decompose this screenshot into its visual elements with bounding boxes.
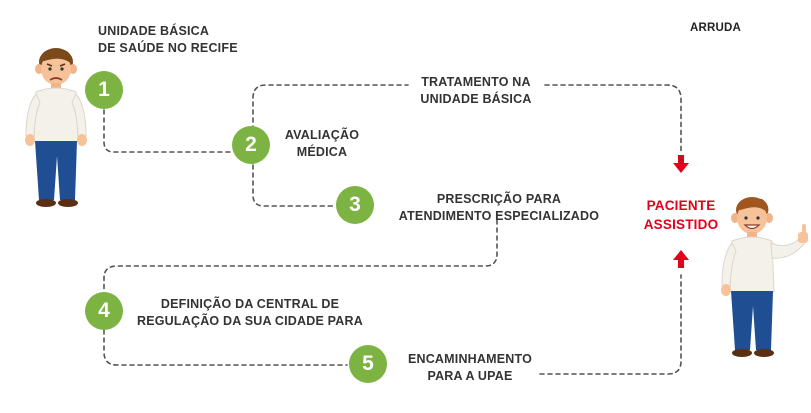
connector-alt-treatment-right [544, 84, 682, 153]
connector-step4-step5 [103, 329, 348, 366]
step-3-label: PRESCRIÇÃO PARA ATENDIMENTO ESPECIALIZAD… [398, 192, 600, 223]
step-4-label: DEFINIÇÃO DA CENTRAL DE REGULAÇÃO DA SUA… [137, 297, 363, 328]
alt-treatment-label: TRATAMENTO NA UNIDADE BÁSICA [420, 75, 532, 106]
connector-alt-treatment [252, 84, 409, 131]
step-2-label: AVALIAÇÃO MÉDICA [284, 128, 360, 159]
thumbs-up-patient-icon [721, 197, 808, 357]
red-arrow-up-icon [673, 250, 689, 268]
sad-patient-icon [25, 48, 87, 207]
connector-step3-step4 [103, 219, 498, 293]
start-location-label: UNIDADE BÁSICA DE SAÚDE NO RECIFE [98, 24, 238, 55]
step-3-badge: 3 [336, 186, 374, 224]
outcome-label: PACIENTE ASSISTIDO [643, 198, 719, 232]
step-5-label: ENCAMINHAMENTO PARA A UPAE [407, 352, 533, 383]
step-1-badge: 1 [85, 71, 123, 109]
step-5-badge: 5 [349, 345, 387, 383]
brand-label: ARRUDA [690, 22, 742, 34]
step-2-badge: 2 [232, 126, 270, 164]
connector-step1-step2 [103, 109, 233, 153]
red-arrow-down-icon [673, 155, 689, 173]
step-4-badge: 4 [85, 292, 123, 330]
connector-step2-step3 [252, 164, 337, 207]
connector-step5-outcome [539, 274, 682, 375]
